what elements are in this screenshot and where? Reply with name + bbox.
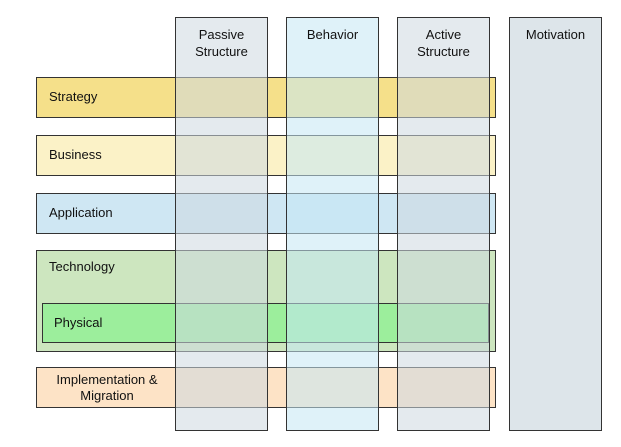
layer-physical-label: Physical bbox=[54, 315, 103, 330]
column-active-structure-label: Active Structure bbox=[417, 27, 470, 59]
layer-implementation-migration-label: Implementation & Migration bbox=[56, 372, 158, 403]
column-passive-structure-label: Passive Structure bbox=[195, 27, 248, 59]
column-active-structure: Active Structure bbox=[397, 17, 490, 431]
column-motivation: Motivation bbox=[509, 17, 602, 431]
column-motivation-label: Motivation bbox=[525, 27, 586, 42]
layer-technology-label: Technology bbox=[49, 259, 115, 274]
column-passive-structure: Passive Structure bbox=[175, 17, 268, 431]
column-behavior-label: Behavior bbox=[306, 27, 359, 42]
layer-business-label: Business bbox=[49, 147, 102, 162]
layer-strategy-label: Strategy bbox=[49, 89, 98, 104]
column-behavior: Behavior bbox=[286, 17, 379, 431]
layer-application-label: Application bbox=[49, 205, 113, 220]
